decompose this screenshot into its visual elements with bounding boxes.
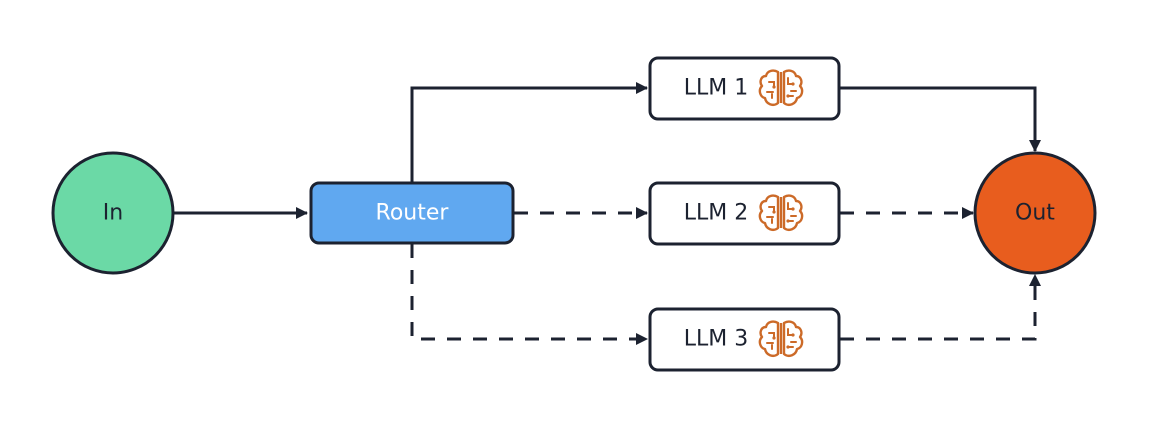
output-node[interactable]: Out [973, 151, 1097, 275]
router-node-box [309, 181, 515, 245]
edge-router-to-llm3 [410, 244, 648, 345]
edges [174, 82, 1041, 345]
edge-llm1-to-out [840, 86, 1041, 152]
llm3-node-label: LLM 3 [684, 327, 749, 352]
input-node-label: In [103, 201, 123, 226]
llm3-node[interactable]: LLM 3 [648, 307, 841, 372]
output-node-circle [973, 151, 1097, 275]
router-node[interactable]: Router [309, 181, 515, 245]
llm2-node[interactable]: LLM 2 [648, 181, 841, 246]
edge-router-to-llm1 [410, 82, 648, 182]
llm1-node[interactable]: LLM 1 [648, 56, 841, 121]
input-node[interactable]: In [51, 151, 175, 275]
output-node-label: Out [1015, 201, 1055, 226]
edge-llm3-to-out [840, 274, 1041, 341]
llm2-node-label: LLM 2 [684, 201, 749, 226]
router-node-label: Router [376, 201, 450, 226]
llm1-node-label: LLM 1 [684, 76, 749, 101]
input-node-circle [51, 151, 175, 275]
